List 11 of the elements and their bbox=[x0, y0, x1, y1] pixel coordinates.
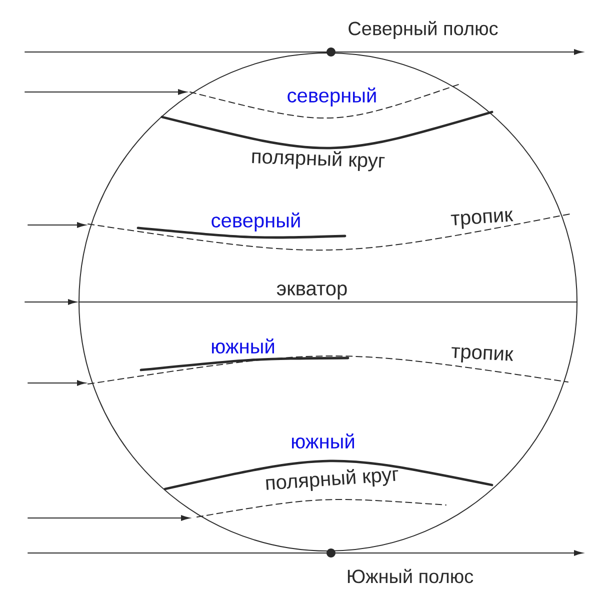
latitude-label: южный bbox=[292, 433, 354, 448]
latitude-label: северный bbox=[288, 88, 376, 106]
latitude-label: полярный круг bbox=[266, 468, 398, 491]
latitude-label: северный bbox=[212, 212, 300, 232]
pole-label: Южный полюс bbox=[348, 568, 474, 584]
latitude-label: полярный круг bbox=[252, 151, 385, 172]
latitude-label: южный bbox=[212, 338, 274, 354]
latitude-label: экватор bbox=[276, 284, 347, 300]
latitude-label: тропик bbox=[450, 210, 514, 229]
pole-label: Северный полюс bbox=[348, 20, 498, 39]
latitude-label: тропик bbox=[452, 347, 514, 362]
